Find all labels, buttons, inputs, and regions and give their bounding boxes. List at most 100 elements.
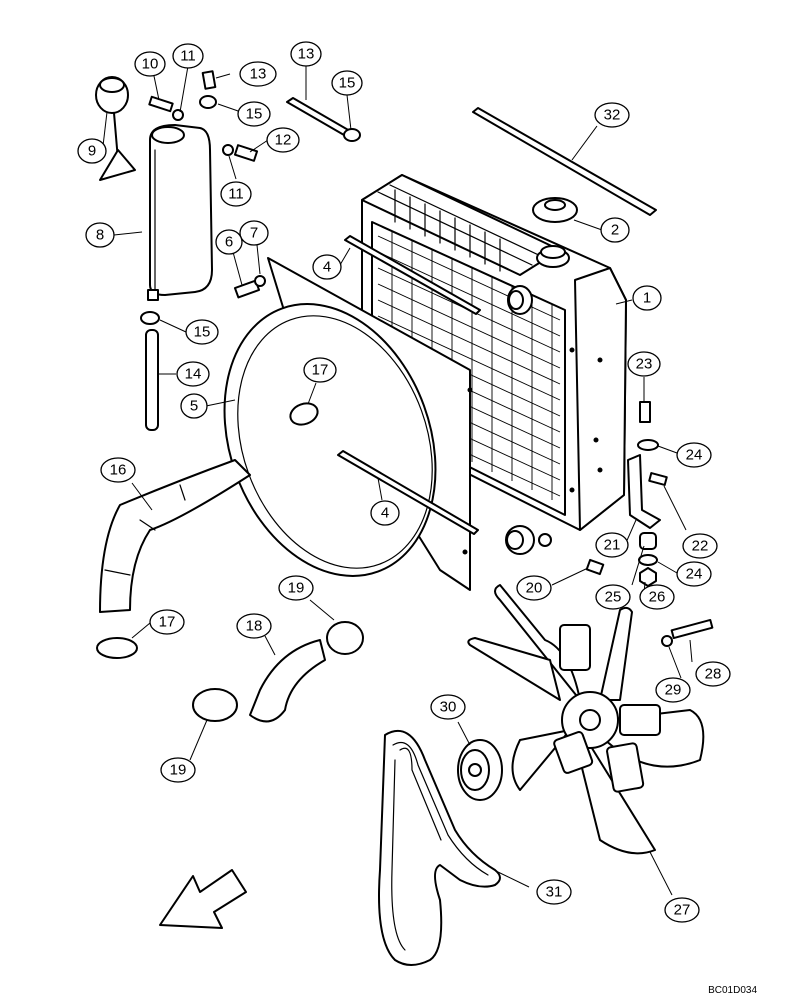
- part-12-fitting: [233, 144, 259, 162]
- svg-text:11: 11: [228, 186, 244, 203]
- callout-1: 1: [632, 285, 662, 311]
- svg-text:22: 22: [692, 538, 709, 555]
- svg-text:26: 26: [649, 589, 666, 606]
- svg-text:18: 18: [246, 618, 263, 635]
- svg-text:23: 23: [636, 356, 653, 373]
- callout-24-lower: 24: [676, 561, 712, 587]
- svg-text:4: 4: [323, 259, 331, 276]
- part-21-mounting-bracket: [627, 454, 661, 529]
- callout-31: 31: [536, 879, 572, 905]
- svg-text:15: 15: [194, 324, 211, 341]
- callout-14: 14: [176, 361, 210, 387]
- part-14-overflow-hose: [145, 329, 159, 431]
- svg-text:24: 24: [686, 566, 703, 583]
- part-16-radiator-hose: [99, 459, 251, 613]
- part-19-hose-clamps: [192, 621, 364, 722]
- part-2-radiator-cap: [532, 197, 578, 223]
- callout-8: 8: [85, 222, 115, 248]
- callout-11-top: 11: [172, 43, 204, 69]
- callout-32: 32: [594, 102, 630, 128]
- callout-19-lower: 19: [160, 757, 196, 783]
- callout-11-lower: 11: [220, 181, 252, 207]
- svg-text:7: 7: [250, 225, 258, 242]
- callout-15-lower: 15: [185, 319, 219, 345]
- svg-text:24: 24: [686, 447, 703, 464]
- svg-text:19: 19: [170, 762, 187, 779]
- direction-arrow-icon: [159, 869, 247, 929]
- svg-text:32: 32: [604, 107, 621, 124]
- callout-16: 16: [100, 457, 136, 483]
- part-24-washers: [637, 439, 659, 566]
- part-23-bolt: [639, 401, 651, 423]
- svg-text:21: 21: [604, 537, 621, 554]
- svg-text:31: 31: [546, 884, 563, 901]
- callout-17-lower: 17: [149, 609, 185, 635]
- callout-6: 6: [215, 229, 243, 255]
- callout-13-top: 13: [290, 41, 322, 67]
- svg-text:16: 16: [110, 462, 127, 479]
- callout-4-lower: 4: [370, 500, 400, 526]
- part-8-overflow-tank: [147, 124, 213, 301]
- part-17-hose-clamps: [96, 402, 319, 659]
- svg-text:25: 25: [605, 589, 622, 606]
- callout-17-top: 17: [303, 357, 337, 383]
- part-31-fan-belt: [378, 729, 501, 966]
- svg-text:14: 14: [185, 366, 202, 383]
- part-25-bushing: [639, 532, 657, 550]
- part-27-fan: [467, 584, 705, 855]
- svg-text:5: 5: [190, 398, 198, 415]
- svg-text:20: 20: [526, 580, 543, 597]
- part-7-washer: [254, 275, 266, 287]
- svg-text:17: 17: [312, 362, 329, 379]
- svg-text:15: 15: [246, 106, 263, 123]
- svg-text:10: 10: [142, 56, 159, 73]
- callout-23: 23: [627, 351, 661, 377]
- svg-text:6: 6: [225, 234, 233, 251]
- svg-text:19: 19: [288, 580, 305, 597]
- svg-text:13: 13: [298, 46, 315, 63]
- svg-text:15: 15: [339, 75, 356, 92]
- callout-10: 10: [134, 51, 166, 77]
- part-28-bolt: [670, 618, 714, 640]
- leader-lines: [102, 65, 693, 896]
- part-22-bolt: [648, 472, 668, 486]
- svg-text:13: 13: [250, 66, 267, 83]
- callout-21: 21: [595, 532, 629, 558]
- part-26-nut: [639, 567, 657, 587]
- svg-text:4: 4: [381, 505, 389, 522]
- svg-text:11: 11: [180, 48, 196, 65]
- callout-5: 5: [180, 393, 208, 419]
- part-11-washers: [172, 109, 234, 156]
- svg-text:30: 30: [440, 699, 457, 716]
- part-4-seal-strips: [337, 235, 481, 535]
- svg-text:1: 1: [643, 290, 651, 307]
- callout-27: 27: [664, 897, 700, 923]
- svg-text:29: 29: [665, 682, 682, 699]
- callout-18: 18: [236, 613, 272, 639]
- part-20-drain-valve: [585, 558, 605, 576]
- callout-20: 20: [516, 575, 552, 601]
- callout-30: 30: [430, 694, 466, 720]
- callout-22: 22: [682, 533, 718, 559]
- svg-text:27: 27: [674, 902, 691, 919]
- part-9-tank-cap: [95, 76, 136, 181]
- callout-26: 26: [639, 584, 675, 610]
- callout-25: 25: [595, 584, 631, 610]
- part-13-short-hose: [201, 70, 351, 136]
- svg-text:8: 8: [96, 227, 104, 244]
- callout-2: 2: [600, 217, 630, 243]
- part-18-lower-hose: [249, 639, 326, 723]
- svg-text:9: 9: [88, 143, 96, 160]
- callout-7: 7: [239, 220, 269, 246]
- part-15-clamps: [140, 95, 361, 325]
- callout-4-top: 4: [312, 254, 342, 280]
- callout-29: 29: [655, 677, 691, 703]
- svg-text:12: 12: [275, 132, 292, 149]
- part-10-bolt: [148, 95, 174, 113]
- callout-13-right: 13: [239, 61, 277, 87]
- callout-9: 9: [77, 138, 107, 164]
- part-32-strip: [472, 107, 657, 216]
- callout-28: 28: [695, 661, 731, 687]
- callout-24-top: 24: [676, 442, 712, 468]
